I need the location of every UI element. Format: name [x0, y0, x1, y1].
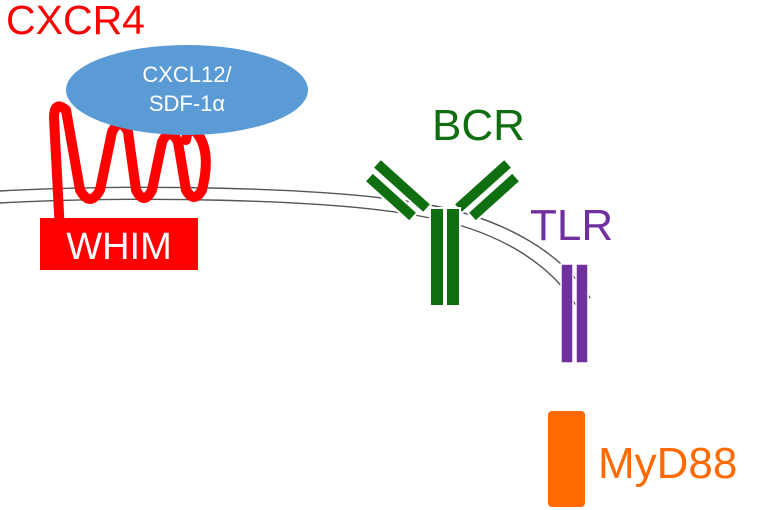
bcr-left-heavy-arm — [371, 157, 433, 215]
myd88-box — [548, 411, 585, 507]
bcr-label: BCR — [432, 101, 525, 150]
bcr-left-light-arm — [363, 171, 419, 223]
whim-box — [40, 218, 198, 270]
bcr-right-stem — [445, 207, 461, 307]
bcr-right-light-arm — [466, 171, 522, 223]
bcr-left-stem — [429, 207, 445, 307]
myd88-label: MyD88 — [598, 439, 738, 488]
tlr-receptor — [560, 263, 589, 364]
tlr-right-bar — [575, 263, 589, 364]
bcr-receptor — [363, 157, 522, 307]
tlr-label: TLR — [530, 201, 614, 250]
ligand-ellipse — [66, 45, 308, 135]
ligand-label: CXCL12/ SDF-1α — [66, 60, 308, 118]
tlr-left-bar — [560, 263, 574, 364]
membrane-line-inner — [0, 198, 581, 313]
whim-label: WHIM — [66, 226, 172, 268]
cxcr4-label: CXCR4 — [6, 0, 145, 43]
ligand-label-line2: SDF-1α — [148, 91, 226, 116]
cxcr4-receptor-coil — [49, 101, 211, 237]
ligand-label-line1: CXCL12/ — [142, 62, 232, 87]
